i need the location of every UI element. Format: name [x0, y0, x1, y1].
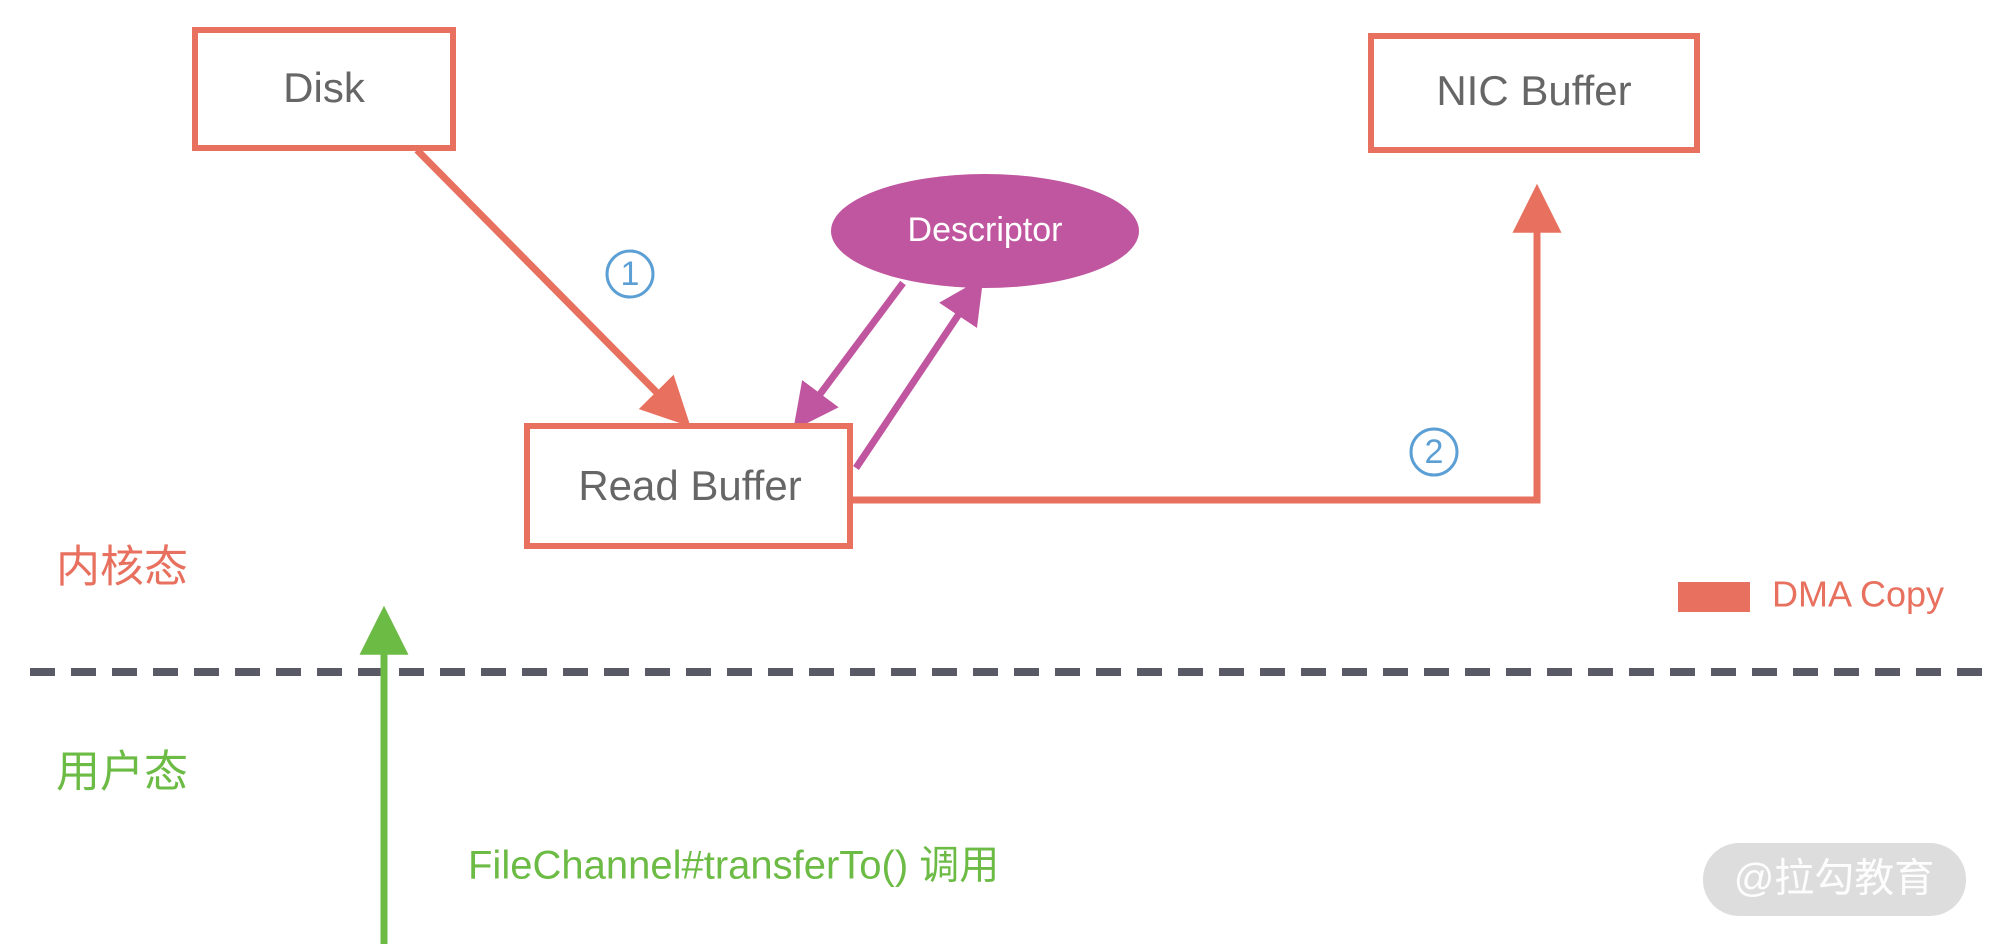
step-marker-1: 1 — [605, 249, 655, 299]
step-1-number: 1 — [621, 255, 640, 293]
step-marker-2: 2 — [1409, 427, 1459, 477]
step-2-number: 2 — [1425, 433, 1444, 471]
node-descriptor[interactable]: Descriptor — [831, 174, 1139, 288]
watermark: @拉勾教育 — [1703, 843, 1966, 916]
dma-copy-arrow-read-buffer-nic-buffer — [850, 183, 1562, 504]
descriptor-up-arrow — [853, 277, 984, 470]
step-1-circle — [605, 249, 655, 299]
edge-read-buffer-to-nic-buffer — [850, 183, 1562, 504]
node-disk[interactable]: Disk — [192, 27, 456, 151]
read-buffer-box[interactable] — [524, 423, 853, 549]
descriptor-down-arrow — [793, 280, 906, 431]
edge-descriptor-to-read-buffer — [793, 280, 906, 431]
disk-label: Disk — [283, 64, 366, 111]
node-nic-buffer[interactable]: NIC Buffer — [1368, 33, 1700, 153]
descriptor-ellipse[interactable] — [831, 174, 1139, 288]
nic-buffer-label: NIC Buffer — [1436, 67, 1631, 114]
transferto-call-label: FileChannel#transferTo() 调用 — [468, 844, 999, 888]
disk-box[interactable] — [192, 27, 456, 151]
kernel-mode-label: 内核态 — [56, 543, 188, 592]
user-mode-label: 用户态 — [56, 748, 188, 797]
legend-swatch-dma-copy — [1678, 582, 1750, 612]
legend-dma-copy: DMA Copy — [1678, 574, 1944, 615]
step-2-circle — [1409, 427, 1459, 477]
node-read-buffer[interactable]: Read Buffer — [524, 423, 853, 549]
legend-label-dma-copy: DMA Copy — [1772, 574, 1944, 615]
watermark-text: @拉勾教育 — [1734, 857, 1935, 901]
edge-disk-to-read-buffer — [414, 147, 691, 427]
watermark-background — [1703, 843, 1966, 916]
edge-read-buffer-to-descriptor — [853, 277, 984, 470]
read-buffer-label: Read Buffer — [578, 462, 801, 509]
dma-copy-arrow-disk-read-buffer — [414, 147, 691, 427]
nic-buffer-box[interactable] — [1368, 33, 1700, 153]
descriptor-label: Descriptor — [908, 211, 1063, 249]
